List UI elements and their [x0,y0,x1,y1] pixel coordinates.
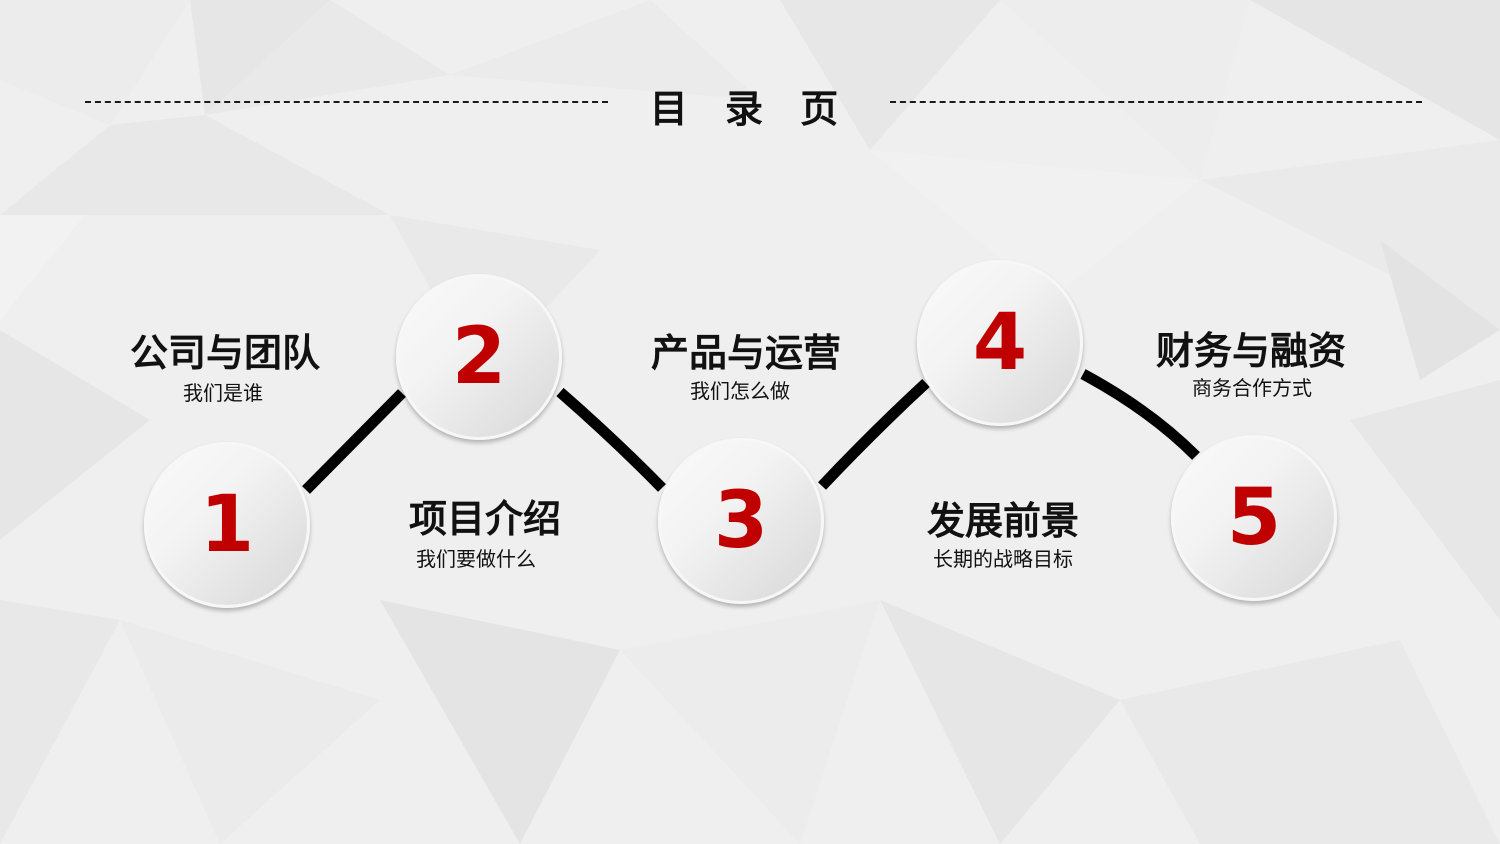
step-3-subtitle: 我们怎么做 [690,379,790,403]
step-3-heading: 产品与运营 [650,331,842,375]
step-2-number: 2 [451,312,507,402]
connector-2-3 [556,387,666,492]
step-5-subtitle: 商务合作方式 [1192,376,1312,400]
step-5-heading: 财务与融资 [1155,329,1347,373]
step-5-number: 5 [1226,473,1282,563]
step-1-circle[interactable]: 1 [144,442,310,608]
connector-4-5 [1080,369,1200,460]
step-4-heading: 发展前景 [926,499,1080,543]
step-2-circle[interactable]: 2 [396,274,562,440]
step-4-subtitle: 长期的战略目标 [933,547,1073,571]
connector-1-2 [302,389,406,494]
step-1-number: 1 [199,480,255,570]
step-2-heading: 项目介绍 [408,497,562,541]
step-1-subtitle: 我们是谁 [183,381,263,405]
title-divider-left [85,101,608,103]
step-4-number: 4 [972,298,1028,388]
step-5-circle[interactable]: 5 [1171,435,1337,601]
step-2-subtitle: 我们要做什么 [416,547,536,571]
title-divider-right [890,101,1422,103]
step-3-number: 3 [713,476,769,566]
page-title: 目 录 页 [649,87,851,131]
connector-3-4 [818,378,930,490]
step-1-heading: 公司与团队 [129,331,321,375]
step-3-circle[interactable]: 3 [658,438,824,604]
step-4-circle[interactable]: 4 [917,260,1083,426]
